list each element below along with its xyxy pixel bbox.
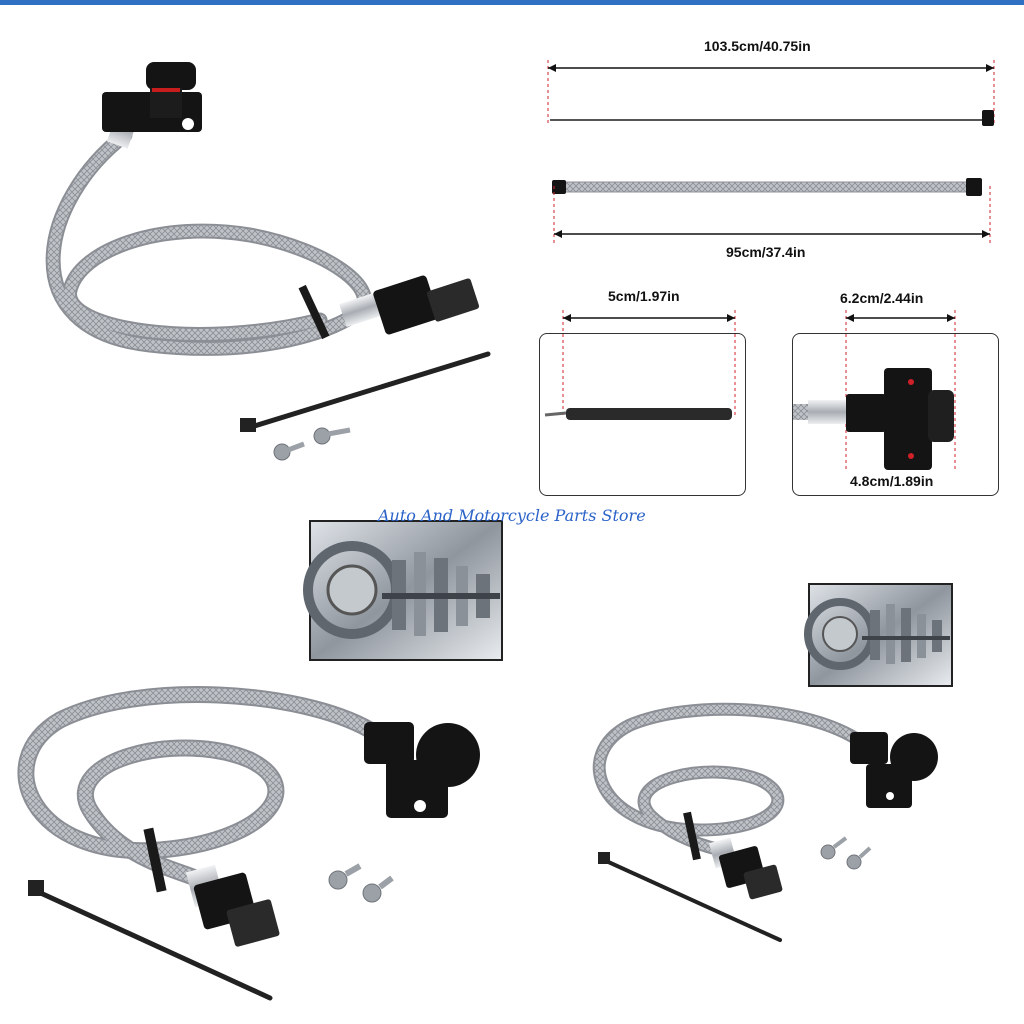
hose-length-diagram [552, 178, 991, 244]
store-watermark: Auto And Motorcycle Parts Store [378, 506, 646, 525]
fitting-body [846, 394, 886, 432]
hose-length-label: 95cm/37.4in [726, 244, 806, 260]
main-product-photo [45, 62, 491, 461]
fitting-bracket [884, 368, 932, 470]
dipstick-tip [566, 408, 732, 420]
tip-length-label: 5cm/1.97in [608, 288, 680, 304]
fitting-length-label: 6.2cm/2.44in [840, 290, 924, 306]
tip-length-diagram [544, 310, 736, 420]
dipstick-cap [146, 62, 196, 90]
fitting-detail-box [792, 333, 999, 496]
product-photo-bottom-right [592, 702, 938, 942]
gearbox-photo-small [804, 583, 953, 687]
top-accent-bar [0, 0, 1024, 5]
overall-length-diagram [547, 60, 995, 126]
fitting-size-diagram [792, 310, 956, 470]
straight-hose [559, 181, 971, 193]
screw-icon [273, 427, 351, 461]
tip-detail-box [539, 333, 746, 496]
bracket-height-label: 4.8cm/1.89in [850, 473, 934, 489]
product-photo-bottom-left [17, 686, 480, 1001]
overall-length-label: 103.5cm/40.75in [704, 38, 811, 54]
gearbox-photo-large [303, 520, 503, 661]
hex-fitting [373, 275, 439, 335]
cable-tie [245, 351, 491, 431]
